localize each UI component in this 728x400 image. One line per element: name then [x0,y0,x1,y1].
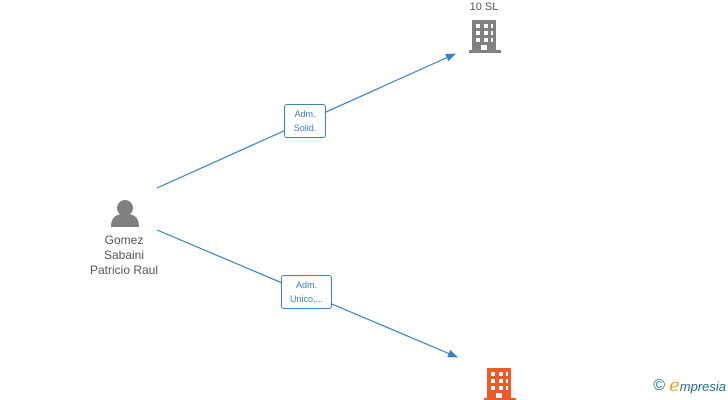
company-label[interactable]: 10 SL [469,1,499,13]
brand-letter: e [669,375,680,396]
brand-name: mpresia [679,379,726,394]
person-icon[interactable] [111,200,139,227]
edge-label-1[interactable]: Adm. Solid. [284,104,326,138]
edge-label-line: Adm. [295,280,317,290]
edge-label-2[interactable]: Adm. Unico,... [281,275,332,309]
edge-label-line: Unico,... [289,294,323,304]
building-icon[interactable] [484,368,516,400]
brand-logo: © empresia [653,375,726,396]
person-name[interactable]: Gomez Sabaini Patricio Raul [78,233,170,278]
person-name-line: Patricio Raul [89,263,159,277]
copyright-symbol: © [653,376,666,394]
person-name-line: Sabaini [103,248,145,262]
person-name-line: Gomez [104,233,144,247]
building-icon[interactable] [469,20,501,53]
edge-label-line: Solid. [293,123,317,133]
edge-label-line: Adm. [294,109,316,119]
